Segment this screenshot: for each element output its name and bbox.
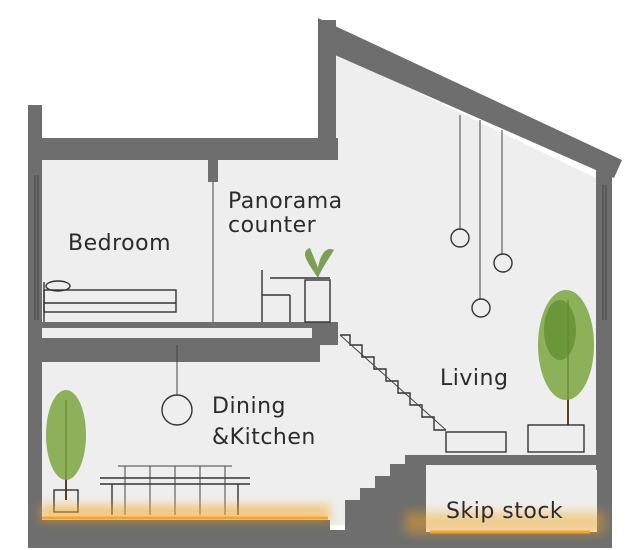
- label-kitchen: &Kitchen: [212, 425, 316, 450]
- flat-roof: [28, 138, 338, 160]
- label-dining: Dining: [212, 394, 286, 419]
- label-living: Living: [440, 366, 508, 391]
- living-tree: [538, 290, 594, 425]
- bed-furniture: [43, 280, 177, 322]
- pendant-lights: [161, 115, 513, 426]
- window-marks: [34, 175, 607, 320]
- upper-partition-wall: [318, 20, 336, 160]
- label-panorama: Panorama: [228, 189, 343, 214]
- living-sofas: [445, 424, 585, 453]
- ground-floor-slab: [28, 455, 612, 548]
- floor-lighting: [40, 505, 605, 534]
- label-skip-stock: Skip stock: [446, 499, 563, 524]
- counter-furniture: [261, 270, 331, 323]
- sloped-roof: [318, 18, 622, 178]
- right-outer-wall: [596, 170, 612, 545]
- label-bedroom: Bedroom: [68, 231, 171, 256]
- counter-plant: [304, 248, 334, 278]
- label-counter: counter: [228, 213, 317, 238]
- dining-tree: [46, 390, 86, 513]
- interior-column: [208, 160, 218, 182]
